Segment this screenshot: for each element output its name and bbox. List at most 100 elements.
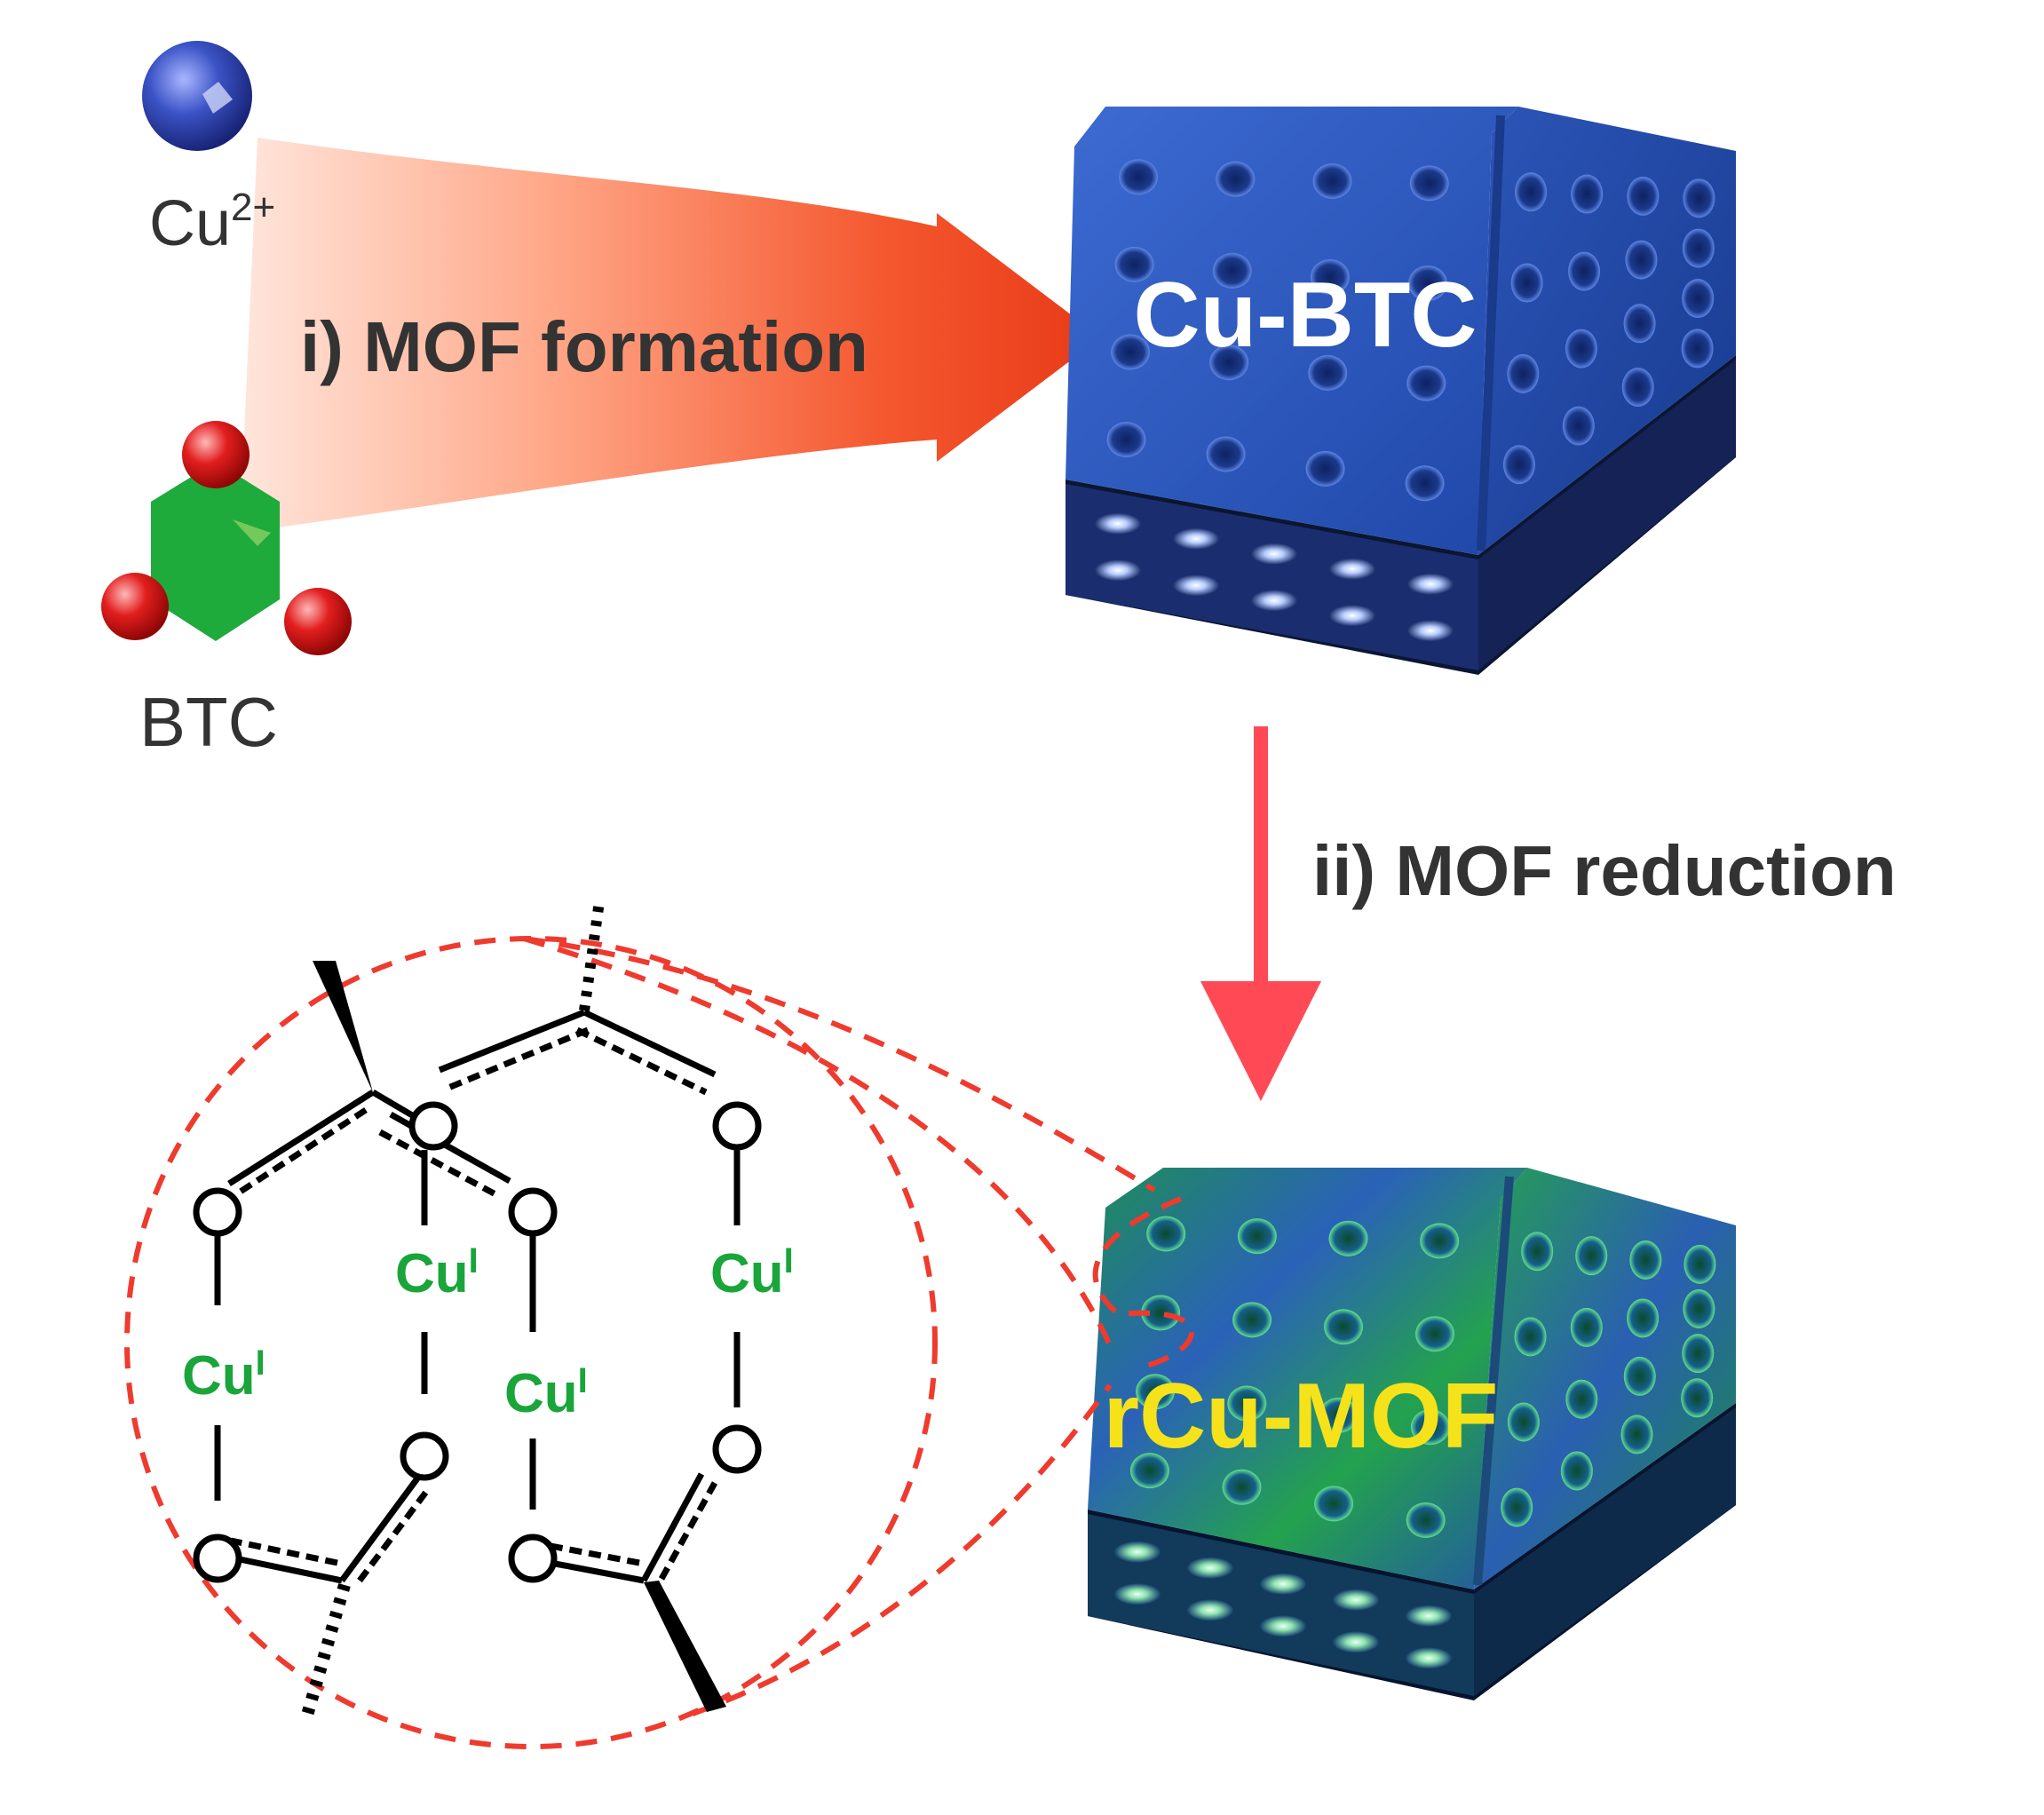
pore-hole [1627,1298,1660,1338]
cu-i-label: CuI [395,1241,479,1304]
pore-hole [1623,1356,1656,1396]
pore-hole [1308,354,1348,391]
rcu-mof-label: rCu-MOF [1104,1365,1499,1468]
pore-hole [1216,161,1256,197]
pore-hole [1141,1295,1181,1331]
cu-i-label: CuI [504,1361,588,1424]
pore-hole [1305,450,1345,487]
pore-hole [1314,1486,1354,1522]
pore-hole [1114,1541,1161,1563]
pore-hole [1682,228,1715,268]
pore-hole [1571,174,1604,214]
pore-hole [1260,1615,1306,1637]
pore-hole [1106,422,1146,458]
pore-hole [1507,1402,1540,1442]
pore-hole [1625,240,1658,280]
pore-hole [1312,162,1352,199]
pore-hole [1173,527,1219,550]
cu-ion-sphere [142,41,252,151]
pore-hole [1406,365,1446,401]
pore-hole [1095,559,1141,582]
pore-hole [1681,1378,1714,1418]
pore-hole [1560,1451,1593,1491]
pore-hole [1237,1218,1277,1255]
pore-hole [1136,1374,1176,1410]
pore-hole [1328,1220,1368,1256]
pore-hole [1114,246,1154,282]
pore-hole [1410,1409,1450,1446]
pore-hole [1406,1502,1446,1538]
step1-label: i) MOF formation [300,307,868,386]
pore-hole [1515,172,1548,212]
cu-btc-label: Cu-BTC [1133,264,1477,367]
pore-hole [1620,1415,1653,1454]
cu-btc-cube [1066,107,1736,675]
pore-hole [1575,1236,1608,1276]
pore-hole [1310,258,1350,295]
pore-hole [1629,1240,1662,1280]
pore-hole [1682,1334,1715,1374]
pore-hole [1324,1309,1364,1345]
pore-hole [1187,1599,1233,1621]
pore-hole [1507,353,1540,393]
pore-hole [1415,1316,1455,1352]
pore-hole [1114,1583,1161,1605]
pore-hole [1319,1397,1359,1433]
pore-hole [1408,265,1448,301]
rcu-mof-cube [1088,1168,1736,1700]
pore-hole [1565,1379,1598,1419]
reduction-arrow [1200,726,1321,1101]
step2-label: ii) MOF reduction [1312,831,1897,910]
pore-hole [1409,165,1449,202]
pore-hole [1623,304,1656,344]
cu-ion-label: Cu2+ [149,186,275,259]
pore-hole [1570,1307,1603,1347]
pore-hole [1502,445,1535,485]
pore-hole [1129,1453,1169,1489]
pore-hole [1232,1302,1272,1338]
formation-arrow [240,138,1101,533]
pore-hole [1407,573,1454,595]
oxygen-atoms [193,1101,762,1583]
pore-hole [1187,1557,1233,1579]
pore-hole [1514,1317,1547,1357]
pore-hole [1562,406,1595,446]
pore-hole [1627,176,1660,216]
pore-hole [1682,279,1715,319]
pore-hole [1406,1605,1452,1627]
pore-hole [1329,605,1375,627]
pore-hole [1095,512,1141,535]
pore-hole [1406,1647,1452,1669]
pore-hole [1111,334,1151,370]
pore-hole [1173,575,1219,597]
pore-hole [1501,1487,1533,1527]
cu-i-label: CuI [710,1241,794,1304]
pore-hole [1621,368,1654,408]
pore-hole [1212,252,1252,289]
pore-hole [1251,543,1297,565]
pore-hole [1405,465,1445,502]
pore-hole [1684,1244,1716,1284]
pore-hole [1565,329,1597,369]
pore-hole [1209,345,1249,381]
pore-hole [1407,620,1454,642]
pore-hole [1333,1589,1379,1611]
pore-hole [1119,159,1159,195]
zoom-callout [124,936,1194,1749]
btc-molecule-icon [101,421,352,655]
pore-hole [1681,329,1714,369]
pore-hole [1521,1232,1554,1272]
pore-hole [1206,436,1246,472]
pore-hole [1333,1631,1379,1653]
cu-i-labels: CuI CuI CuI CuI [182,1241,794,1424]
pore-hole [1510,263,1543,303]
btc-label: BTC [139,683,278,761]
pore-hole [1260,1573,1306,1595]
pore-hole [1227,1385,1267,1422]
pore-hole [1683,1288,1715,1328]
pore-hole [1568,251,1601,291]
paddlewheel-structure [214,900,741,1720]
pore-hole [1222,1469,1262,1505]
pore-hole [1146,1216,1186,1252]
